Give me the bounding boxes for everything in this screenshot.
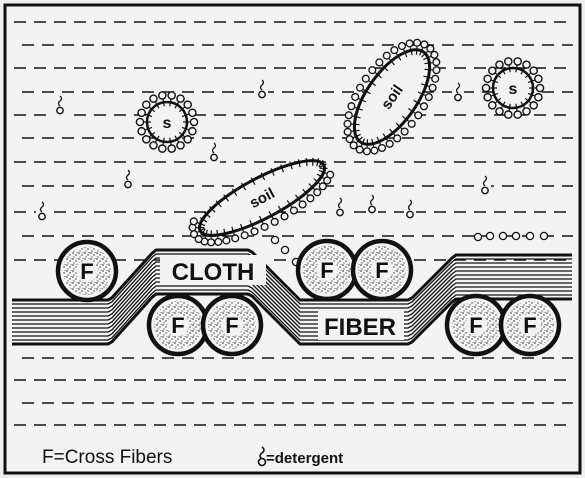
- cross-fiber-label: F: [469, 313, 482, 338]
- detergent-molecule: [256, 78, 268, 100]
- detergent-molecule: [452, 81, 464, 103]
- detergent-molecule: [54, 94, 66, 116]
- detergent-molecule: [479, 174, 491, 196]
- cloth-label: CLOTH: [172, 259, 255, 286]
- cross-fiber: F: [501, 296, 559, 354]
- fiber-label: FIBER: [324, 314, 396, 341]
- suspended-soil-right: s: [493, 68, 533, 108]
- cross-fiber-label: F: [320, 258, 333, 283]
- cross-fiber-label: F: [375, 258, 388, 283]
- cross-fiber-label: F: [171, 313, 184, 338]
- legend-detergent: =detergent: [266, 450, 343, 467]
- detergent-molecule: [404, 198, 416, 220]
- detergent-molecule: [122, 168, 134, 190]
- detergent-molecule: [366, 193, 378, 215]
- cross-fiber: F: [298, 241, 356, 299]
- legend-cross-fibers: F=Cross Fibers: [42, 447, 172, 468]
- s-label-left: s: [163, 115, 172, 132]
- cross-fiber: F: [353, 241, 411, 299]
- cross-fiber-label: F: [80, 259, 93, 284]
- detergent-molecule: [208, 141, 220, 163]
- cross-fiber-label: F: [523, 313, 536, 338]
- s-label-right: s: [509, 81, 518, 98]
- detergent-molecule: [36, 200, 48, 222]
- cross-fiber: F: [447, 296, 505, 354]
- cross-fiber-label: F: [225, 313, 238, 338]
- cross-fiber: F: [58, 242, 116, 300]
- cross-fiber: F: [149, 296, 207, 354]
- suspended-soil-left: s: [147, 102, 187, 142]
- cross-fiber: F: [203, 296, 261, 354]
- detergent-molecule: [334, 196, 346, 218]
